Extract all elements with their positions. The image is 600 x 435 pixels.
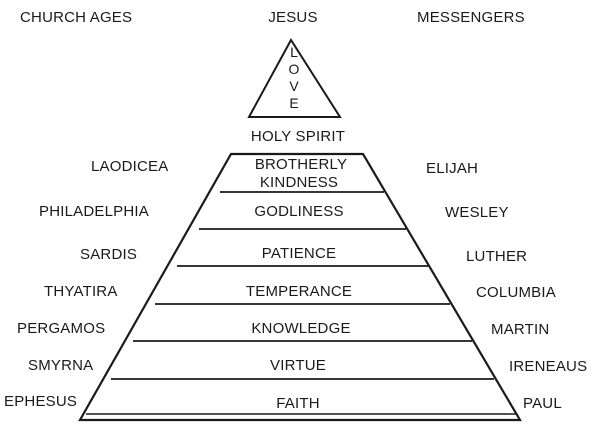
- messenger-luther: LUTHER: [466, 248, 528, 265]
- church-age-philadelphia: PHILADELPHIA: [39, 203, 149, 220]
- church-age-thyatira: THYATIRA: [44, 283, 118, 300]
- header-jesus: JESUS: [268, 9, 318, 26]
- messenger-martin: MARTIN: [491, 321, 550, 338]
- messenger-paul: PAUL: [523, 395, 562, 412]
- virtue-temperance: TEMPERANCE: [245, 283, 353, 300]
- virtue-faith: FAITH: [276, 395, 320, 412]
- messenger-elijah: ELIJAH: [426, 160, 479, 177]
- love-letter: V: [289, 78, 299, 94]
- virtue-brotherly: BROTHERLY: [254, 156, 348, 173]
- church-age-sardis: SARDIS: [80, 246, 138, 263]
- messenger-columbia: COLUMBIA: [476, 284, 556, 301]
- love-letter: E: [289, 95, 299, 111]
- header-church-ages: CHURCH AGES: [20, 9, 133, 26]
- church-age-pergamos: PERGAMOS: [17, 320, 106, 337]
- header-messengers: MESSENGERS: [417, 9, 525, 26]
- virtue-kindness: KINDNESS: [259, 174, 339, 191]
- virtue-godliness: GODLINESS: [254, 203, 344, 220]
- virtue-patience: PATIENCE: [261, 245, 337, 262]
- love-triangle: [247, 38, 342, 118]
- virtue-virtue: VIRTUE: [270, 357, 326, 374]
- love-letter: L: [290, 44, 298, 60]
- church-age-smyrna: SMYRNA: [28, 357, 94, 374]
- love-letter: O: [288, 61, 300, 77]
- messenger-ireneaus: IRENEAUS: [509, 358, 588, 375]
- pyramid-outline: [78, 152, 522, 422]
- virtue-knowledge: KNOWLEDGE: [251, 320, 351, 337]
- church-age-laodicea: LAODICEA: [91, 158, 169, 175]
- church-age-ephesus: EPHESUS: [4, 393, 78, 410]
- messenger-wesley: WESLEY: [445, 204, 509, 221]
- holy-spirit-label: HOLY SPIRIT: [250, 128, 346, 145]
